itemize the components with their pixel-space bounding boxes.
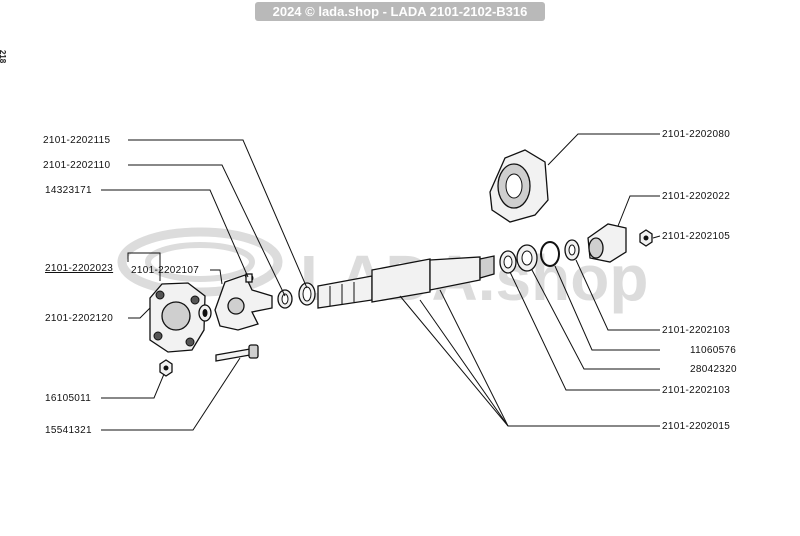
callout-2101-2202110[interactable]: 2101-2202110 bbox=[43, 160, 111, 171]
page-title: 2024 © lada.shop - LADA 2101-2102-B316 bbox=[255, 2, 545, 21]
bolt-part bbox=[215, 344, 259, 362]
grease-fitting-part bbox=[245, 273, 253, 283]
callout-2101-2202120[interactable]: 2101-2202120 bbox=[45, 313, 113, 324]
callout-15541321[interactable]: 15541321 bbox=[45, 425, 92, 436]
seal-ring-part bbox=[277, 289, 293, 309]
shaft-part bbox=[317, 255, 495, 309]
bearing-support-part bbox=[489, 149, 549, 223]
leader-lines bbox=[101, 133, 661, 431]
nut-part bbox=[159, 359, 173, 377]
callout-2101-2202107[interactable]: 2101-2202107 bbox=[131, 265, 199, 276]
callout-16105011[interactable]: 16105011 bbox=[45, 393, 91, 404]
callout-2101-2202015[interactable]: 2101-2202015 bbox=[662, 421, 730, 432]
washer-part bbox=[564, 239, 580, 261]
callout-2101-2202105[interactable]: 2101-2202105 bbox=[662, 231, 730, 242]
callout-11060576[interactable]: 11060576 bbox=[690, 345, 736, 356]
callout-2101-2202022[interactable]: 2101-2202022 bbox=[662, 191, 730, 202]
circlip-part bbox=[540, 241, 560, 267]
callout-2101-2202103-bearing[interactable]: 2101-2202103 bbox=[662, 385, 730, 396]
clamp-ring-part bbox=[298, 282, 316, 306]
callout-28042320[interactable]: 28042320 bbox=[690, 364, 737, 375]
flange-nut-part bbox=[639, 229, 653, 247]
callout-2101-2202115[interactable]: 2101-2202115 bbox=[43, 135, 111, 146]
callout-2101-2202103-washer[interactable]: 2101-2202103 bbox=[662, 325, 730, 336]
bushing-part bbox=[198, 304, 212, 322]
callout-2101-2202080[interactable]: 2101-2202080 bbox=[662, 129, 730, 140]
callout-2101-2202023[interactable]: 2101-2202023 bbox=[45, 263, 113, 274]
ball-bearing-part bbox=[499, 250, 517, 274]
flange-yoke-part bbox=[587, 223, 627, 263]
yoke-part bbox=[214, 274, 273, 331]
bearing-part bbox=[516, 244, 538, 272]
flange-part bbox=[149, 282, 206, 353]
callout-14323171[interactable]: 14323171 bbox=[45, 185, 92, 196]
